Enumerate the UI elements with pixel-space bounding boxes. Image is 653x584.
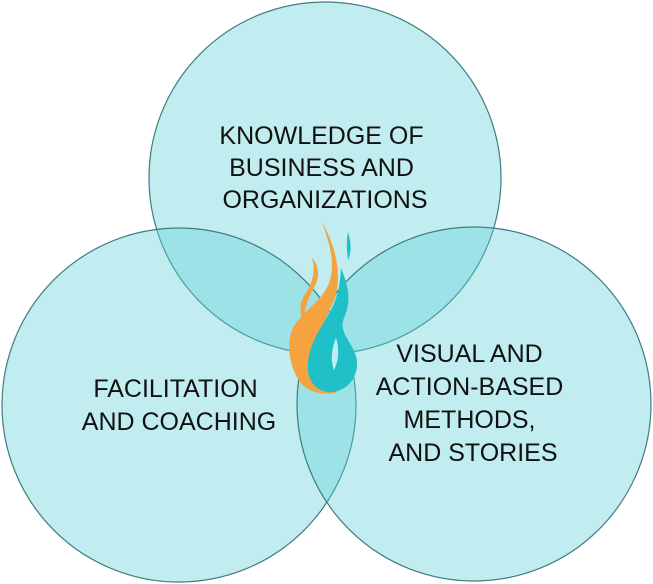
- label-line: BUSINESS AND: [229, 154, 414, 182]
- label-knowledge-of-business: KNOWLEDGE OF BUSINESS AND ORGANIZATIONS: [219, 122, 430, 214]
- label-visual-methods: VISUAL AND ACTION-BASED METHODS, AND STO…: [376, 340, 570, 467]
- label-line: ACTION-BASED: [376, 373, 564, 401]
- label-line: KNOWLEDGE OF: [219, 122, 423, 150]
- label-line: AND STORIES: [388, 439, 557, 467]
- circle-facilitation-and-coaching: [1, 227, 357, 583]
- circle-visual-methods: [296, 226, 652, 582]
- label-line: AND COACHING: [82, 408, 276, 436]
- label-line: METHODS,: [404, 406, 536, 434]
- flame-icon: [289, 222, 358, 394]
- label-line: FACILITATION: [93, 375, 257, 403]
- label-line: VISUAL AND: [396, 340, 542, 368]
- label-line: ORGANIZATIONS: [222, 186, 427, 214]
- label-facilitation-and-coaching: FACILITATION AND COACHING: [82, 375, 276, 436]
